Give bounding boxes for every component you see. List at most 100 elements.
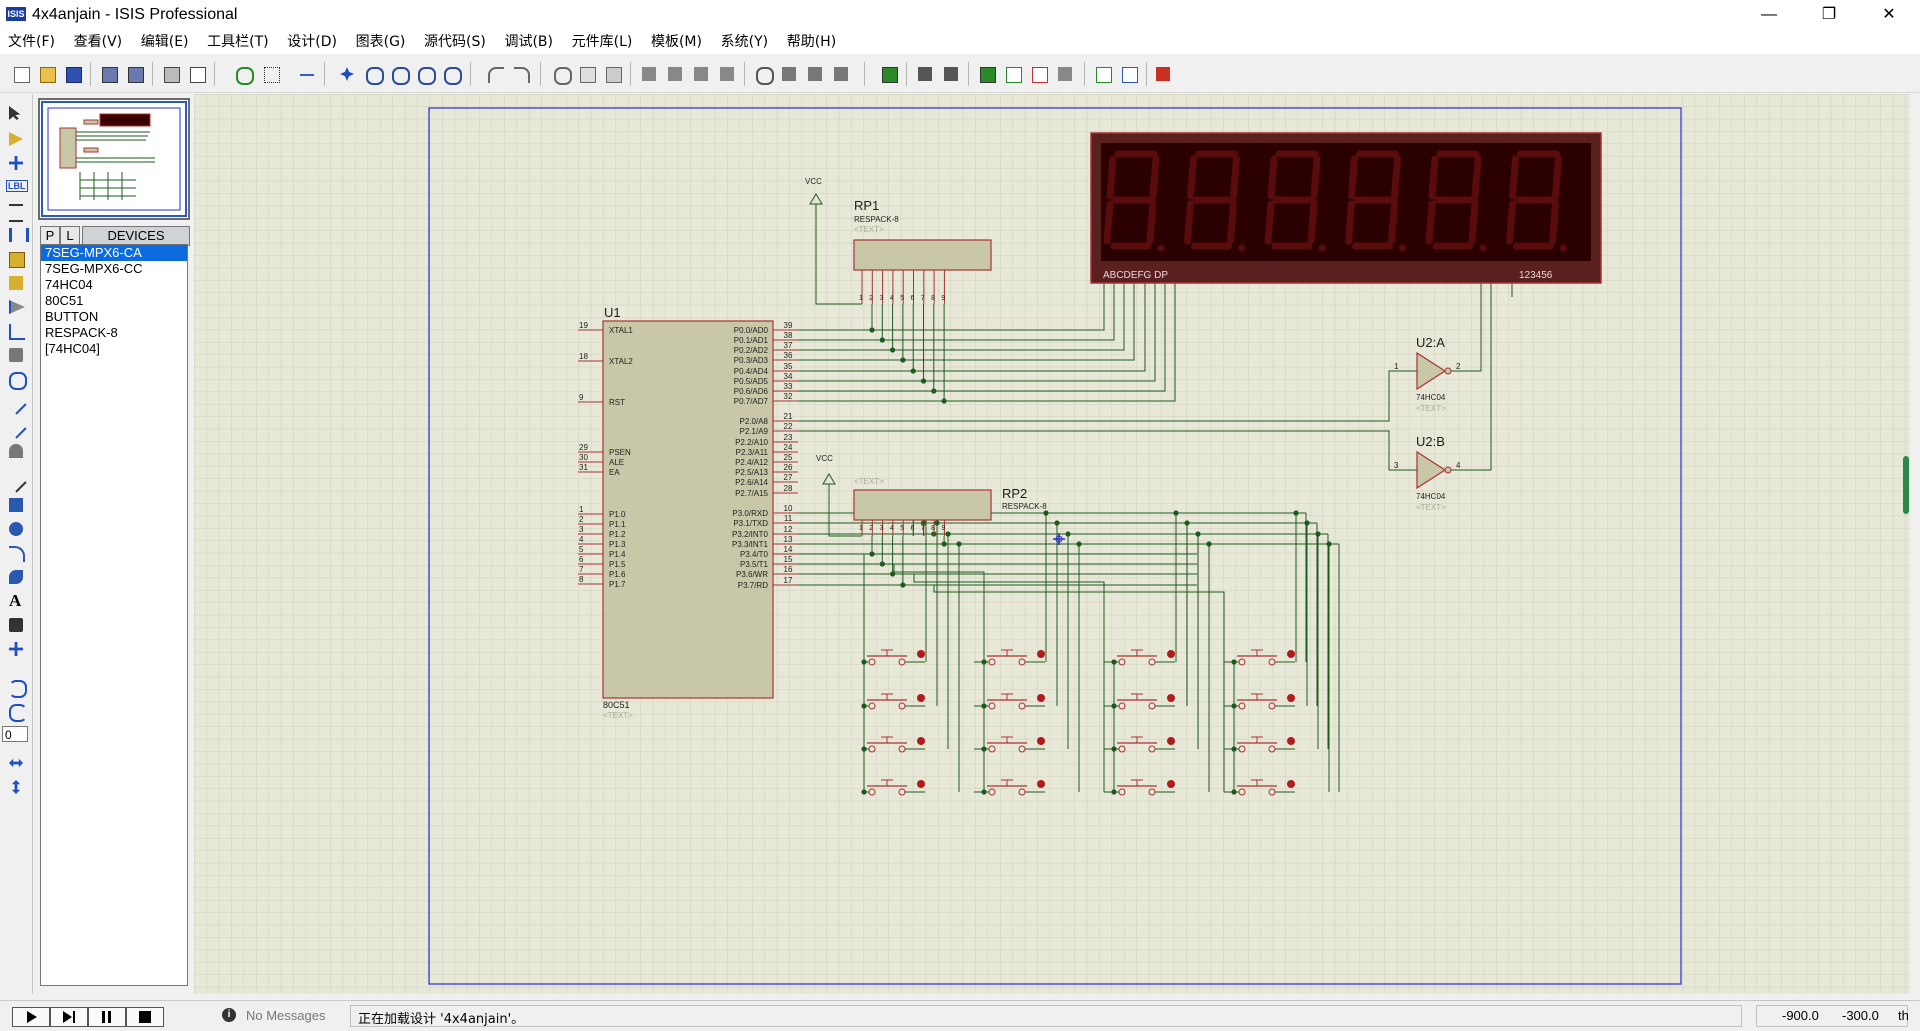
messages-status[interactable]: No Messages <box>246 1008 326 1023</box>
keypad-button[interactable] <box>864 693 925 710</box>
keypad-button[interactable] <box>1224 779 1295 796</box>
menu-system[interactable]: 系统(Y) <box>720 34 769 50</box>
pan-button[interactable] <box>336 63 358 85</box>
subcircuit-mode-button[interactable] <box>4 248 28 270</box>
device-item[interactable]: 7SEG-MPX6-CA <box>41 245 187 261</box>
virtual-instrument-mode-button[interactable] <box>4 440 28 462</box>
junction-mode-button[interactable] <box>4 152 28 174</box>
exit-to-parent-button[interactable] <box>1054 63 1076 85</box>
keypad-button[interactable] <box>1224 649 1295 666</box>
keypad-button[interactable] <box>1224 736 1295 753</box>
menu-edit[interactable]: 编辑(E) <box>140 34 189 50</box>
open-button[interactable] <box>36 63 58 85</box>
rotate-clockwise-button[interactable] <box>4 676 28 698</box>
zoom-in-button[interactable] <box>362 63 384 85</box>
u1-microcontroller[interactable]: U1 80C51 <TEXT> 19XTAL118XTAL29RST29PSEN… <box>578 305 798 720</box>
generator-mode-button[interactable] <box>4 368 28 390</box>
origin-button[interactable] <box>296 63 318 85</box>
keypad-button[interactable] <box>1104 649 1175 666</box>
voltage-probe-mode-button[interactable] <box>4 392 28 415</box>
copy-button[interactable] <box>576 63 598 85</box>
print-button[interactable] <box>160 63 182 85</box>
export-button[interactable] <box>124 63 146 85</box>
u2a-inverter[interactable]: U2:A 74HC04 <TEXT> 1 2 <box>1394 335 1461 413</box>
save-button[interactable] <box>62 63 84 85</box>
zoom-area-button[interactable] <box>440 63 462 85</box>
menu-template[interactable]: 模板(M) <box>650 34 702 50</box>
restore-button[interactable]: ❐ <box>1821 6 1837 23</box>
new-file-button[interactable] <box>10 63 32 85</box>
ares-netlist-button[interactable] <box>1152 63 1174 85</box>
marker-mode-button[interactable] <box>4 638 28 660</box>
stop-button[interactable] <box>126 1007 164 1027</box>
overview-window[interactable] <box>38 98 190 220</box>
keypad-button[interactable] <box>1104 779 1175 796</box>
search-tag-button[interactable] <box>914 63 936 85</box>
vcc-terminal-2[interactable]: VCC <box>816 454 836 485</box>
add-sheet-button[interactable] <box>1002 63 1024 85</box>
device-item[interactable]: 74HC04 <box>45 277 93 292</box>
library-manager-tab[interactable]: L <box>60 226 80 246</box>
rotate-anticlockwise-button[interactable] <box>4 700 28 722</box>
pick-devices-tab[interactable]: P <box>40 226 60 246</box>
make-device-button[interactable] <box>778 63 800 85</box>
undo-button[interactable] <box>484 63 506 85</box>
device-item[interactable]: 80C51 <box>45 293 84 308</box>
block-copy-button[interactable] <box>638 63 660 85</box>
arc-mode-button[interactable] <box>4 542 28 564</box>
keypad-button[interactable] <box>1224 693 1295 710</box>
circle-mode-button[interactable] <box>4 518 28 540</box>
block-move-button[interactable] <box>664 63 686 85</box>
keypad-button[interactable] <box>974 693 1045 710</box>
decompose-button[interactable] <box>830 63 852 85</box>
graph-mode-button[interactable] <box>4 320 28 342</box>
wire-autorouter-button[interactable] <box>878 63 900 85</box>
zoom-all-button[interactable] <box>414 63 436 85</box>
mirror-y-button[interactable] <box>4 776 28 798</box>
keypad-button[interactable] <box>974 779 1045 796</box>
device-item[interactable]: [74HC04] <box>45 341 100 356</box>
keypad-button[interactable] <box>864 736 925 753</box>
print-area-button[interactable] <box>186 63 208 85</box>
device-item[interactable]: 7SEG-MPX6-CC <box>45 261 143 276</box>
vertical-scroll-thumb[interactable] <box>1903 456 1909 514</box>
block-delete-button[interactable] <box>716 63 738 85</box>
menu-view[interactable]: 查看(V) <box>73 34 123 50</box>
mirror-x-button[interactable] <box>4 752 28 774</box>
current-probe-mode-button[interactable] <box>4 416 28 439</box>
vcc-terminal-1[interactable]: VCC <box>805 177 823 205</box>
pause-button[interactable] <box>88 1007 126 1027</box>
device-list[interactable]: 7SEG-MPX6-CA 7SEG-MPX6-CC 74HC04 80C51 B… <box>40 244 188 986</box>
keypad-button[interactable] <box>974 649 1045 666</box>
symbol-mode-button[interactable] <box>4 614 28 636</box>
block-rotate-button[interactable] <box>690 63 712 85</box>
menu-graph[interactable]: 图表(G) <box>355 34 406 50</box>
bus-mode-button[interactable] <box>4 224 29 246</box>
cut-button[interactable] <box>550 63 572 85</box>
zoom-out-button[interactable] <box>388 63 410 85</box>
schematic-svg[interactable]: U1 80C51 <TEXT> 19XTAL118XTAL29RST29PSEN… <box>194 94 1910 994</box>
keypad-button[interactable] <box>1104 693 1175 710</box>
redo-button[interactable] <box>510 63 532 85</box>
erc-button[interactable] <box>1118 63 1140 85</box>
keypad-button[interactable] <box>864 649 925 666</box>
menu-library[interactable]: 元件库(L) <box>571 34 633 50</box>
device-item[interactable]: BUTTON <box>45 309 99 324</box>
seven-segment-display[interactable]: ABCDEFG DP 123456 <box>1090 132 1602 284</box>
paste-button[interactable] <box>602 63 624 85</box>
menu-design[interactable]: 设计(D) <box>287 34 337 50</box>
text-mode-button[interactable]: A <box>4 590 28 612</box>
wire-label-mode-button[interactable]: LBL <box>4 176 28 198</box>
menu-help[interactable]: 帮助(H) <box>786 34 837 50</box>
box-mode-button[interactable] <box>4 494 28 516</box>
refresh-button[interactable] <box>232 63 254 85</box>
device-item[interactable]: RESPACK-8 <box>45 325 118 340</box>
text-script-mode-button[interactable] <box>4 200 28 222</box>
rotation-angle-input[interactable]: 0 <box>2 726 28 742</box>
menu-file[interactable]: 文件(F) <box>8 34 55 50</box>
keypad-button[interactable] <box>864 779 925 796</box>
tape-recorder-mode-button[interactable] <box>4 344 28 366</box>
